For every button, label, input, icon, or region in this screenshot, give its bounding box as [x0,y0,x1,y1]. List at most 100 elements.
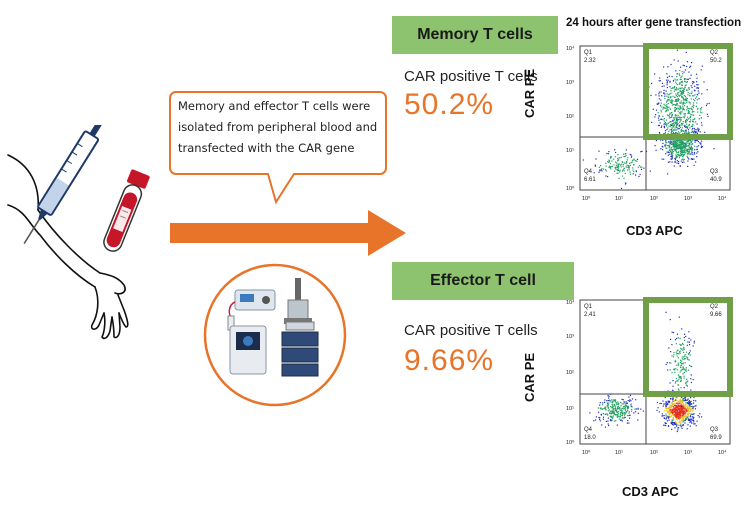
scatter-dot [689,77,691,79]
scatter-dot [679,69,681,71]
scatter-dot [627,400,629,402]
scatter-dot [683,154,685,156]
scatter-dot [676,337,678,339]
scatter-dot [683,406,685,408]
scatter-dot [623,408,625,410]
scatter-dot [634,408,636,410]
scatter-dot [696,148,698,150]
scatter-dot [688,419,690,421]
scatter-dot [609,167,611,169]
scatter-dot [605,162,607,164]
scatter-dot [672,412,674,414]
scatter-dot [626,164,628,166]
scatter-dot [676,416,678,418]
scatter-dot [614,407,617,409]
scatter-dot [669,319,671,321]
scatter-dot [679,90,681,93]
scatter-dot [625,401,627,403]
scatter-dot [676,142,678,145]
scatter-dot [678,95,680,97]
scatter-dot [620,401,622,403]
scatter-dot [666,100,668,102]
scatter-dot [690,397,692,399]
scatter-dot [675,418,677,420]
scatter-dot [677,429,679,431]
scatter-dot [679,107,681,109]
memory-q4-label: Q4 [584,169,593,175]
scatter-dot [679,82,681,84]
callout-bubble [169,91,387,205]
scatter-dot [677,374,679,376]
scatter-dot [673,423,676,425]
scatter-dot [691,413,693,415]
scatter-dot [680,87,682,90]
scatter-dot [682,411,684,413]
scatter-dot [623,156,625,158]
scatter-dot [681,328,683,330]
scatter-dot [619,412,621,414]
scatter-dot [686,89,688,91]
scatter-dot [657,407,659,409]
scatter-dot [658,93,660,95]
scatter-dot [607,402,609,405]
scatter-dot [620,418,622,420]
scatter-dot [669,93,671,95]
scatter-dot [673,413,675,415]
scatter-dot [658,91,660,93]
scatter-dot [697,140,699,143]
scatter-dot [663,66,665,68]
scatter-dot [674,108,676,111]
scatter-dot [688,146,690,148]
scatter-dot [611,403,613,406]
scatter-dot [665,111,667,113]
scatter-dot [685,370,688,372]
scatter-dot [676,353,678,355]
scatter-dot [609,415,611,417]
scatter-dot [680,377,682,379]
scatter-dot [683,420,685,422]
scatter-dot [676,402,678,404]
scatter-dot [663,123,665,125]
scatter-dot [667,403,669,405]
scatter-dot [687,341,689,343]
scatter-dot [668,125,670,127]
scatter-dot [690,378,692,380]
scatter-dot [678,412,680,414]
scatter-dot [691,147,693,149]
scatter-dot [686,109,688,111]
scatter-dot [679,408,681,410]
scatter-dot [687,160,689,162]
scatter-dot [684,370,687,372]
scatter-dot [665,417,668,419]
scatter-dot [601,424,603,426]
scatter-dot [617,407,619,409]
scatter-dot [687,402,689,404]
scatter-dot [609,160,611,162]
scatter-dot [655,149,657,151]
scatter-dot [694,423,696,425]
scatter-dot [672,120,674,123]
scatter-dot [665,311,667,313]
scatter-dot [633,412,635,414]
scatter-dot [619,413,621,416]
scatter-dot [707,115,709,117]
scatter-dot [683,88,685,90]
scatter-dot [675,131,677,133]
scatter-dot [683,405,685,407]
scatter-dot [631,161,633,163]
scatter-dot [679,414,681,416]
scatter-dot [606,400,608,402]
scatter-dot [677,352,679,355]
scatter-dot [676,411,678,413]
scatter-dot [690,365,692,367]
scatter-dot [633,164,635,166]
scatter-dot [679,411,681,413]
scatter-dot [667,114,670,117]
scatter-dot [682,403,684,405]
scatter-dot [686,402,689,404]
scatter-dot [674,148,676,150]
scatter-dot [680,412,682,414]
scatter-dot [686,132,688,134]
scatter-dot [672,152,674,154]
scatter-dot [684,354,686,356]
